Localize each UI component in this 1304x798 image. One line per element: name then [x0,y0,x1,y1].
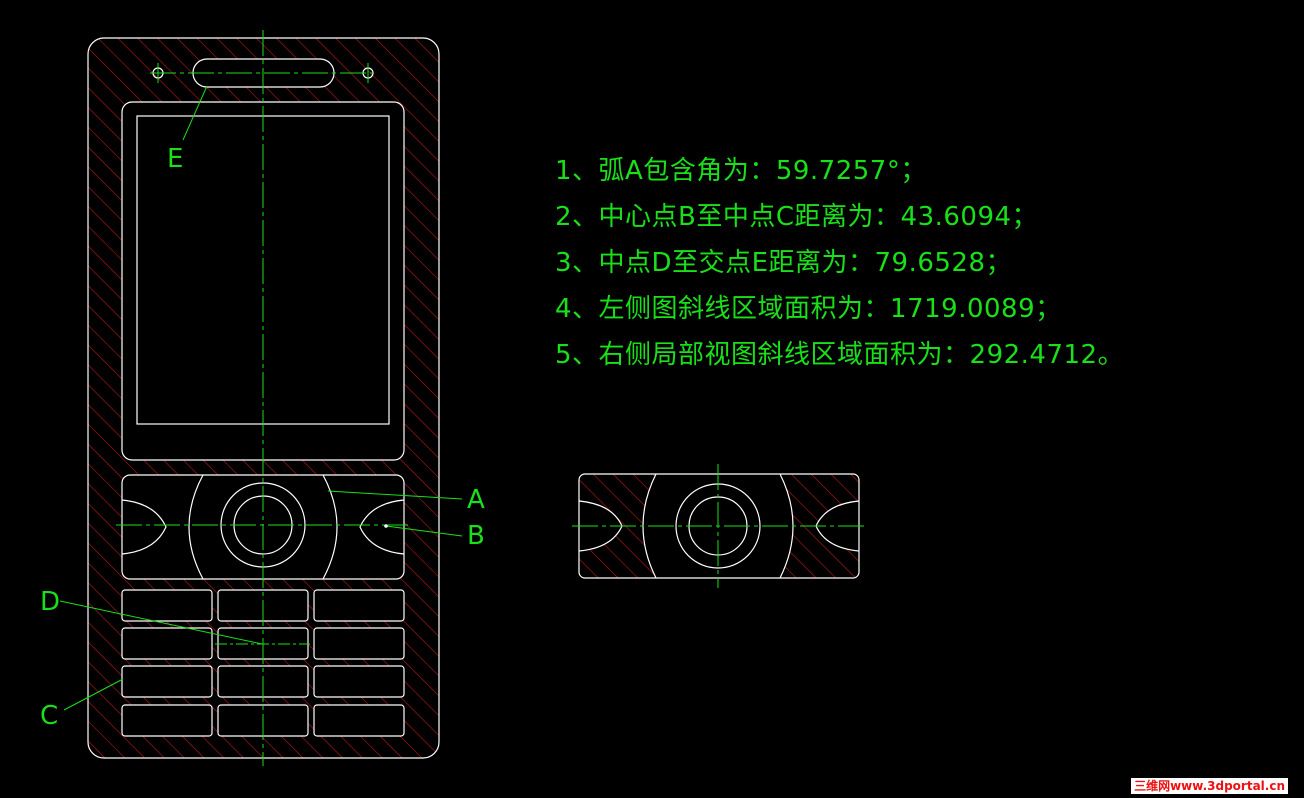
key [313,704,405,737]
label-d: D [40,587,60,617]
key [121,589,213,622]
key [121,665,213,698]
center-point-b [384,524,388,528]
leader-e [182,85,208,141]
detail-centerlines [572,464,866,588]
leader-c [63,678,124,711]
measurement-notes: 1、弧A包含角为：59.7257°； 2、中心点B至中点C距离为：43.6094… [555,148,1124,378]
partial-detail-view [572,464,866,588]
notch-left [121,499,167,555]
leader-b [385,525,463,537]
note-item: 4、左侧图斜线区域面积为：1719.0089； [555,294,1062,324]
note-item: 3、中点D至交点E距离为：79.6528； [555,248,1013,278]
watermark: 三维网www.3dportal.cn [1131,778,1288,794]
key [121,704,213,737]
label-c: C [40,701,58,731]
leader-lines [59,85,463,711]
point-labels: E A B D C [40,144,485,731]
note-item: 5、右侧局部视图斜线区域面积为：292.4712。 [555,340,1125,370]
notch-right [359,499,405,555]
leader-d [59,600,263,645]
arc-left [188,474,204,580]
note-item: 1、弧A包含角为：59.7257°； [555,156,927,186]
label-b: B [467,521,485,551]
arc-a [322,474,338,580]
key [313,665,405,698]
centerlines [116,30,410,766]
phone-front-view: E A B D C [40,30,485,766]
label-e: E [167,144,183,174]
note-item: 2、中心点B至中点C距离为：43.6094； [555,202,1039,232]
label-a: A [467,485,485,515]
leader-a [327,490,463,500]
key [313,627,405,660]
key [313,589,405,622]
key [121,627,213,660]
